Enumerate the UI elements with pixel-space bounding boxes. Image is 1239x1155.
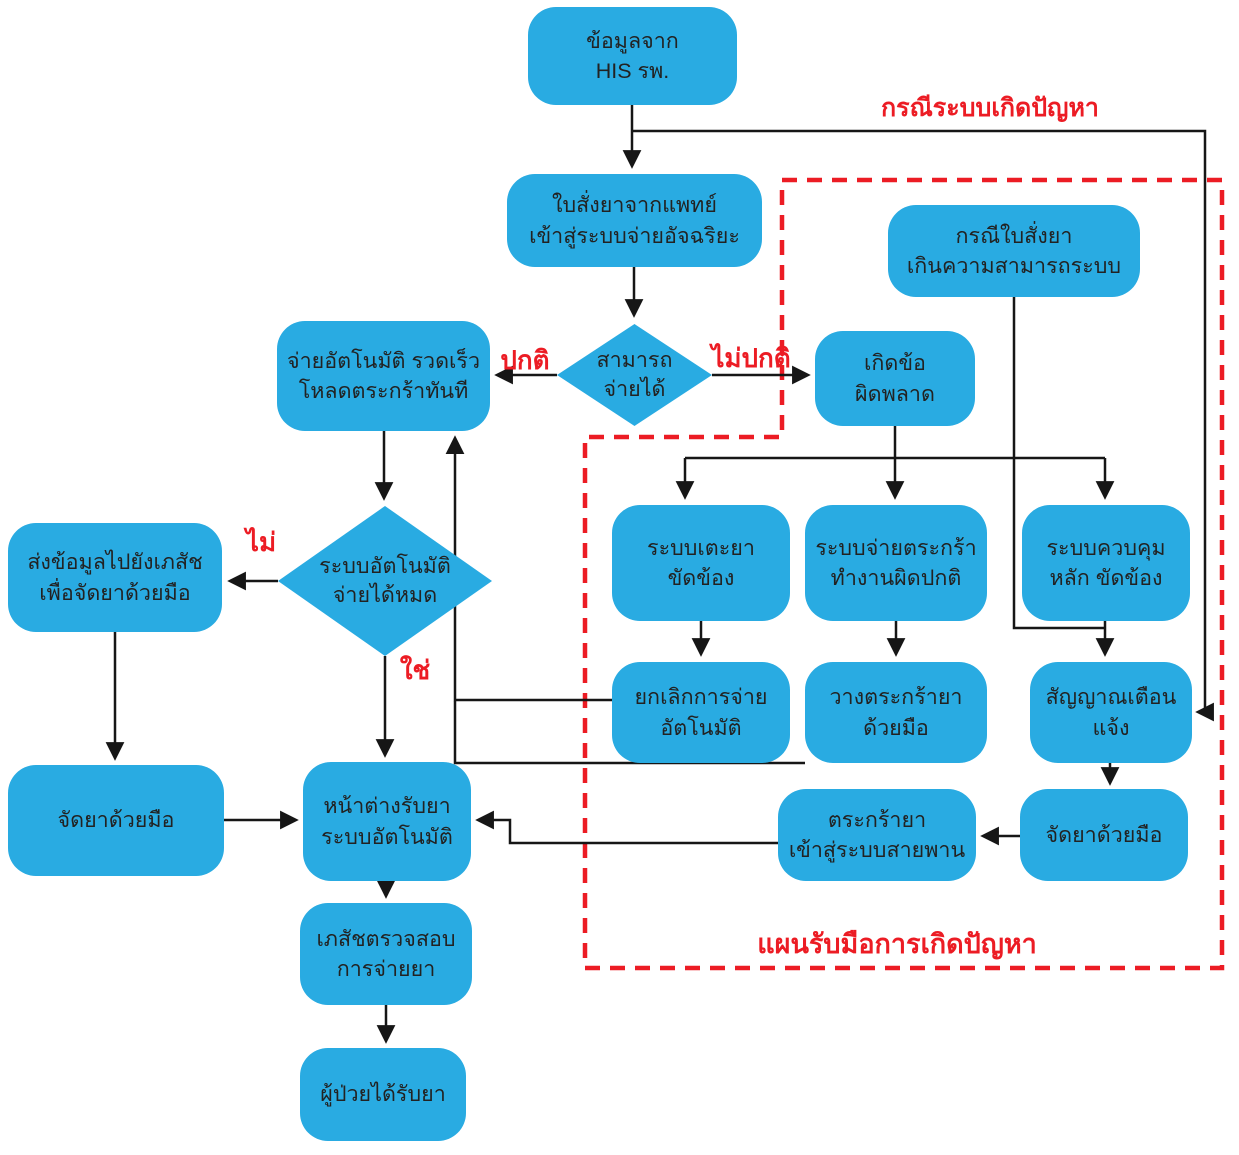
edge-label-abnormal: ไม่ปกติ (711, 343, 791, 373)
node-main-control-malfunction: ระบบควบคุม หลัก ขัดข้อง (1022, 505, 1190, 621)
line-overcapacity-join (1012, 297, 1105, 630)
node-his-data: ข้อมูลจาก HIS รพ. (528, 7, 737, 105)
arrow-conveyor-to-pickup (475, 810, 778, 845)
node-manual-dispense-right: จัดยาด้วยมือ (1020, 789, 1188, 881)
node-auto-dispense-fast: จ่ายอัตโนมัติ รวดเร็ว โหลดตระกร้าทันที (277, 321, 490, 431)
node-alarm-notify: สัญญาณเตือน แจ้ง (1030, 662, 1192, 763)
node-cancel-auto-dispense: ยกเลิกการจ่าย อัตโนมัติ (612, 662, 790, 763)
node-send-to-pharmacist: ส่งข้อมูลไปยังเภสัช เพื่อจัดยาด้วยมือ (8, 523, 222, 632)
node-pickup-window: หน้าต่างรับยา ระบบอัตโนมัติ (303, 762, 471, 881)
edge-label-normal: ปกติ (500, 345, 550, 375)
arrow-cancel-return-to-auto (445, 435, 612, 702)
decision-can-dispense-label: สามารถ จ่ายได้ (596, 347, 673, 401)
node-patient-receives: ผู้ป่วยได้รับยา (300, 1048, 466, 1141)
contingency-region-border (582, 177, 1225, 971)
edge-label-yes: ใช่ (399, 655, 431, 685)
node-over-capacity-case: กรณีใบสั่งยา เกินความสามารถระบบ (888, 205, 1140, 297)
node-place-basket-manually: วางตระกร้ายา ด้วยมือ (805, 662, 987, 763)
node-error-occurred: เกิดข้อ ผิดพลาด (815, 331, 975, 426)
line-place-return-join (453, 701, 805, 765)
node-pharmacist-verify: เภสัชตรวจสอบ การจ่ายยา (300, 903, 472, 1005)
node-basket-system-malfunction: ระบบจ่ายตระกร้า ทำงานผิดปกติ (805, 505, 987, 621)
arrow-problem-bypass-to-alarm (632, 129, 1214, 722)
edge-label-no: ไม่ (245, 527, 277, 557)
decision-auto-complete-label: ระบบอัตโนมัติ จ่ายได้หมด (319, 553, 451, 607)
node-prescription-entry: ใบสั่งยาจากแพทย์ เข้าสู่ระบบจ่ายอัจฉริยะ (507, 174, 762, 267)
annotation-contingency-plan: แผนรับมือการเกิดปัญหา (757, 929, 1037, 959)
annotation-system-problem-case: กรณีระบบเกิดปัญหา (881, 94, 1099, 122)
node-kicker-malfunction: ระบบเตะยา ขัดข้อง (612, 505, 790, 621)
node-manual-dispense-left: จัดยาด้วยมือ (8, 765, 224, 876)
node-basket-to-conveyor: ตระกร้ายา เข้าสู่ระบบสายพาน (778, 789, 976, 881)
